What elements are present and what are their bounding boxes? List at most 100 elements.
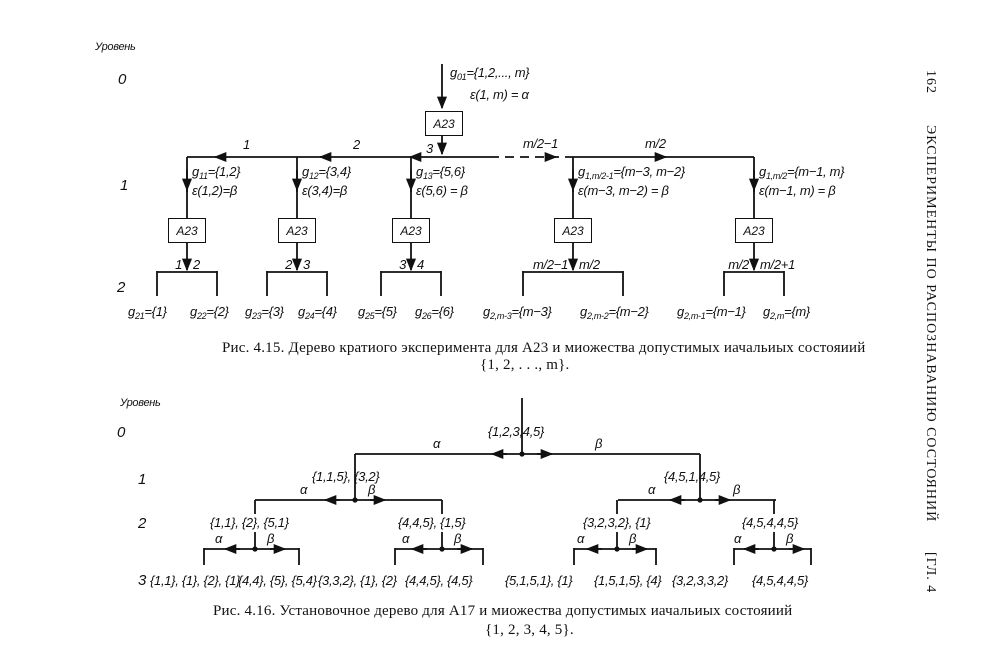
leaf-3-label: g24={4}: [298, 305, 337, 321]
branch-0-set-label: g11={1,2}: [192, 164, 241, 181]
g-subscript: 23: [251, 311, 262, 321]
level-1: 1: [120, 177, 129, 194]
l2-set-2: {3,2,3,2}, {1}: [583, 515, 651, 530]
state-set: ={m−1}: [705, 304, 746, 319]
branch-1-experiment-label: ε(3,4)=β: [302, 183, 348, 198]
leaf-9-label: g2,m={m}: [763, 305, 810, 321]
figure-4-15-caption-set: {1, 2, . . ., m}.: [480, 357, 570, 373]
page-number: 162: [923, 70, 938, 94]
output-label-right: m/2+1: [760, 257, 795, 272]
state-set: ={1,2}: [207, 164, 241, 179]
figure-4-15-caption: Рис. 4.15. Дерево кратиого эксперимента …: [222, 340, 866, 356]
g-symbol: g: [358, 304, 365, 319]
leaf-6-label: g2,m-3={m−3}: [483, 305, 552, 321]
g-subscript: 25: [364, 311, 375, 321]
g-subscript: 13: [422, 171, 433, 181]
edge-label: 3: [426, 141, 433, 156]
l2-0-alpha-label: α: [215, 531, 223, 546]
g-subscript: 22: [196, 311, 207, 321]
g-subscript: 2,m-2: [586, 311, 609, 321]
state-set: ={3,4}: [318, 164, 351, 179]
branch-1-set-label: g12={3,4}: [302, 165, 351, 181]
a23-box-1: A23: [278, 218, 316, 243]
l2-3-beta-label: β: [786, 531, 794, 546]
leaf-1-label: g22={2}: [190, 305, 229, 321]
l2-1-beta-label: β: [454, 531, 462, 546]
root-beta-label: β: [595, 436, 603, 451]
leaf-7-label: g2,m-2={m−2}: [580, 305, 649, 321]
running-header: 162 ЭКСПЕРИМЕНТЫ ПО РАСПОЗНАВАНИЮ СОСТОЯ…: [922, 70, 938, 619]
g-symbol: g: [190, 304, 197, 319]
edge-label: m/2−1: [523, 136, 558, 151]
a23-box-2: A23: [392, 218, 430, 243]
g-subscript: 01: [456, 72, 467, 82]
level-2: 2: [117, 279, 126, 296]
state-set: ={1}: [144, 304, 167, 319]
output-label-right: 3: [303, 257, 310, 272]
g-symbol: g: [302, 164, 309, 179]
a23-root-box: A23: [425, 111, 463, 136]
g-subscript: 2,m-3: [489, 311, 512, 321]
l2-3-node: [771, 546, 777, 552]
l2-2-node: [614, 546, 620, 552]
root-node: [519, 451, 525, 457]
l2-1-node: [439, 546, 445, 552]
l2-set-3: {4,5,4,4,5}: [742, 515, 798, 530]
output-label-left: 2: [285, 257, 292, 272]
output-label-left: m/2: [728, 257, 749, 272]
state-set: ={m−2}: [608, 304, 649, 319]
root-set: {1,2,3,4,5}: [488, 424, 544, 439]
g-symbol: g: [483, 304, 490, 319]
l1-right-beta-label: β: [733, 482, 741, 497]
l3-set-4: {5,1,5,1}, {1}: [505, 573, 573, 588]
l2-2-beta-label: β: [629, 531, 637, 546]
l3-set-3: {4,4,5}, {4,5}: [405, 573, 473, 588]
leaf-0-label: g21={1}: [128, 305, 167, 321]
g-symbol: g: [763, 304, 770, 319]
level-2: 2: [138, 515, 147, 532]
level-3: 3: [138, 572, 147, 589]
root-set-label: g01={1,2,..., m}: [450, 66, 530, 82]
l3-set-1: {4,4}, {5}, {5,4}: [238, 573, 317, 588]
leaf-5-label: g26={6}: [415, 305, 454, 321]
root-experiment-label: ε(1, m) = α: [470, 87, 529, 102]
g-subscript: 12: [308, 171, 319, 181]
output-label-left: 1: [175, 257, 182, 272]
g-symbol: g: [128, 304, 135, 319]
state-set: ={m−3}: [511, 304, 552, 319]
g-subscript: 11: [198, 171, 208, 181]
g-symbol: g: [298, 304, 305, 319]
level-1: 1: [138, 471, 147, 488]
l2-2-alpha-label: α: [577, 531, 585, 546]
l3-set-2: {3,3,2}, {1}, {2}: [318, 573, 397, 588]
state-set: ={4}: [314, 304, 337, 319]
g-symbol: g: [415, 304, 422, 319]
a23-box-3: A23: [554, 218, 592, 243]
branch-4-set-label: g1,m/2={m−1, m}: [759, 164, 845, 181]
g-symbol: g: [759, 164, 766, 179]
state-set: ={5,6}: [432, 164, 465, 179]
figure-4-16-caption-set: {1, 2, 3, 4, 5}.: [485, 622, 574, 638]
g-symbol: g: [580, 304, 587, 319]
l2-0-beta-label: β: [267, 531, 275, 546]
g-symbol: g: [416, 164, 423, 179]
l1-left-node: [352, 497, 358, 503]
l2-set-1: {4,4,5}, {1,5}: [398, 515, 466, 530]
branch-3-experiment-label: ε(m−3, m−2) = β: [578, 183, 669, 198]
g-subscript: 2,m: [769, 311, 785, 321]
l2-3-alpha-label: α: [734, 531, 742, 546]
g-subscript: 21: [134, 311, 145, 321]
l3-set-0: {1,1}, {1}, {2}, {1}: [150, 573, 241, 588]
g-symbol: g: [245, 304, 252, 319]
level-0: 0: [117, 424, 126, 441]
chapter-title: ЭКСПЕРИМЕНТЫ ПО РАСПОЗНАВАНИЮ СОСТОЯНИЙ: [923, 124, 938, 522]
g-subscript: 24: [304, 311, 315, 321]
state-set: ={2}: [206, 304, 229, 319]
output-label-right: 4: [417, 257, 424, 272]
state-set: ={5}: [374, 304, 397, 319]
edge-label: 1: [243, 137, 250, 152]
state-set: ={3}: [261, 304, 284, 319]
branch-0-experiment-label: ε(1,2)=β: [192, 183, 238, 198]
